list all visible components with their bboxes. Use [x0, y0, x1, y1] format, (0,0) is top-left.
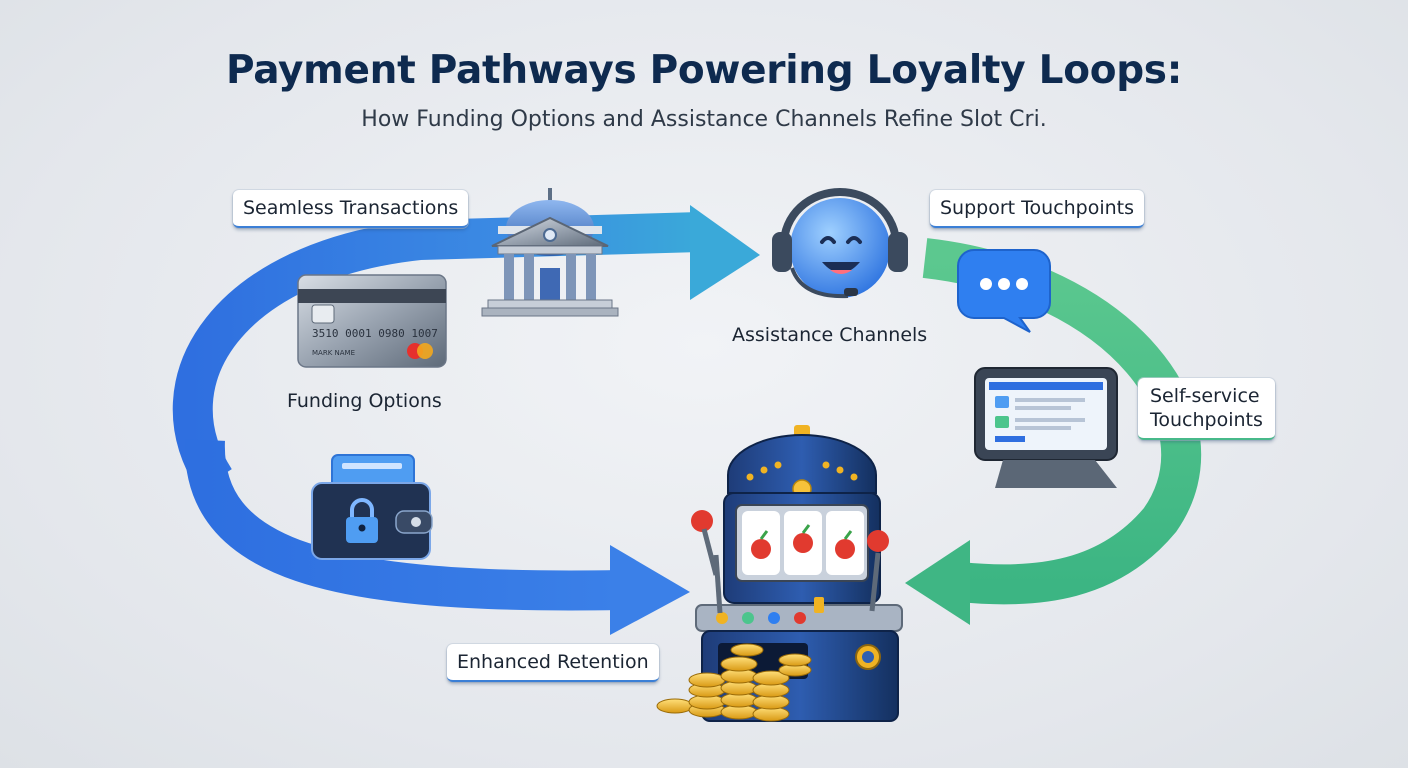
funding-options-label: Funding Options [287, 390, 442, 412]
self-service-line-2: Touchpoints [1150, 409, 1263, 431]
seamless-transactions-label: Seamless Transactions [233, 190, 469, 228]
enhanced-retention-label: Enhanced Retention [447, 644, 659, 682]
card-number-text: 3510 0001 0980 1007 [312, 327, 438, 340]
self-service-touchpoints-label: Self-service Touchpoints [1138, 378, 1275, 440]
self-service-line-1: Self-service [1150, 385, 1260, 407]
blue-flow-arrow [172, 205, 760, 635]
kiosk-icon [974, 367, 1118, 488]
credit-card-icon: 3510 0001 0980 1007 MARK NAME [297, 274, 447, 368]
chat-bubble-icon [957, 249, 1051, 333]
assistance-channels-label: Assistance Channels [732, 324, 928, 346]
card-name-text: MARK NAME [312, 349, 355, 357]
support-touchpoints-label: Support Touchpoints [930, 190, 1145, 228]
page-title: Payment Pathways Powering Loyalty Loops: [225, 48, 1183, 93]
page-subtitle: How Funding Options and Assistance Chann… [361, 107, 1047, 132]
bank-icon [481, 188, 619, 317]
coins-icon [656, 643, 812, 722]
support-agent-icon [772, 188, 908, 299]
wallet-icon [311, 454, 433, 560]
green-flow-arrow [905, 238, 1202, 625]
